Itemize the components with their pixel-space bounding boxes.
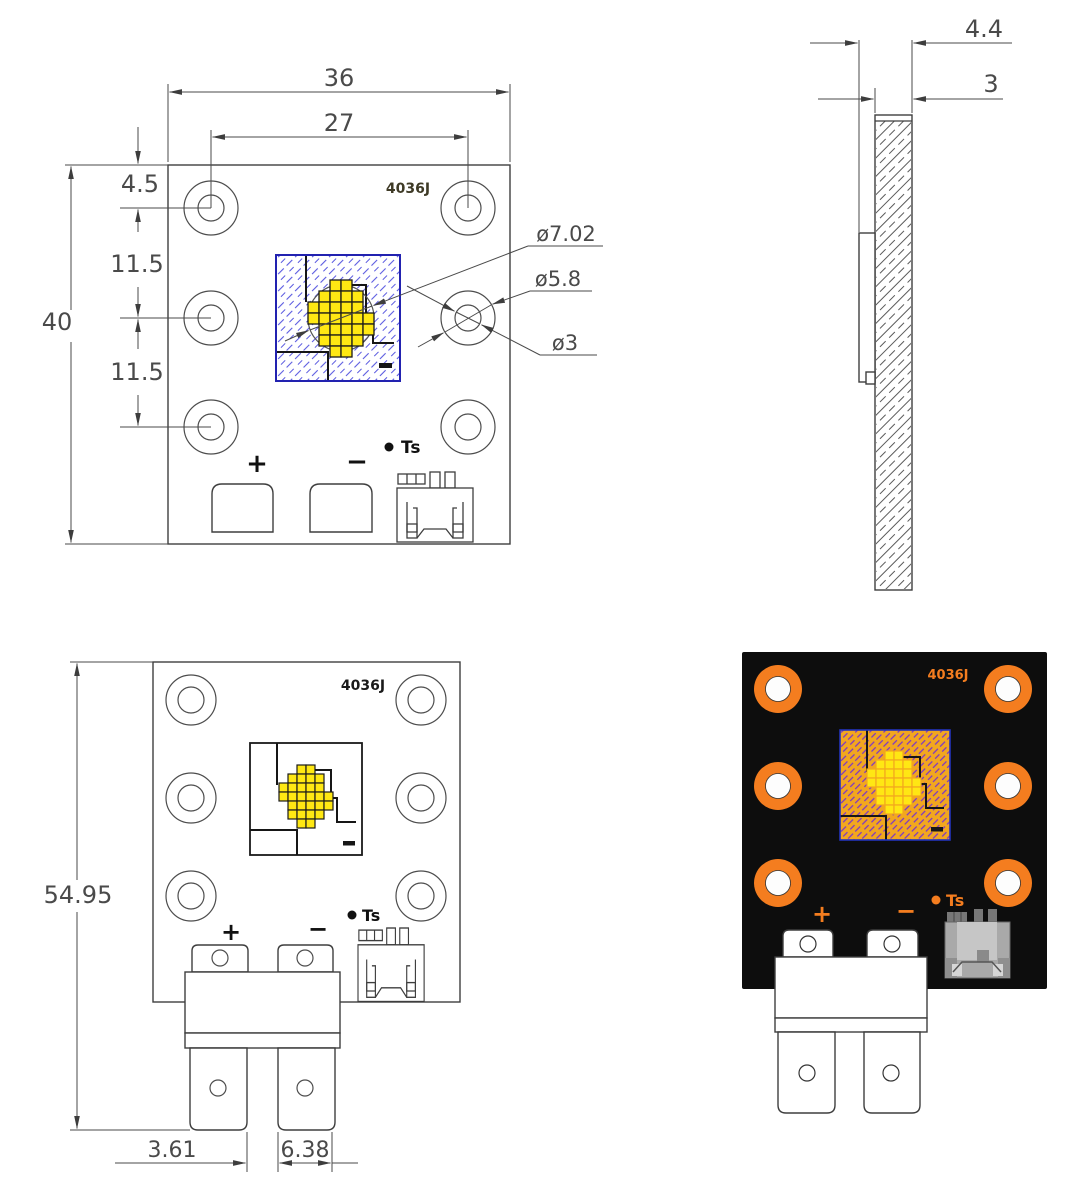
mounting-hole [395,870,447,922]
tab-hole [209,1079,227,1097]
view-front-with-connector: 4036J + − Ts 54.95 [44,661,461,1172]
power-connector [184,944,341,1131]
view-front-dimensioned: 36 27 4.5 11.5 11.5 40 [42,64,603,545]
plus-terminal-label: + [221,918,241,946]
led-chip [275,254,401,382]
connector-body-band [184,1032,341,1049]
minus-terminal-label: − [346,447,368,477]
mounting-holes [165,674,447,922]
led-chip-traces [840,730,944,840]
ntc-connector-rendered [944,909,1011,979]
mounting-hole [754,762,802,810]
power-connector [774,929,928,1114]
plus-solder-pad [211,483,274,533]
dim-36 [167,84,511,162]
board-section-hatch [876,121,911,589]
connector-notch [952,964,962,976]
dim-edge-offset-label: 4.5 [121,170,159,198]
dim-hole-pitch1-label: 11.5 [110,250,163,278]
dim-54-95 [70,661,190,1131]
connector-latch [952,961,1002,973]
dim-led-circle-label: ø7.02 [536,222,596,246]
mounting-hole [984,665,1032,713]
view-rendered: 4036J + − Ts [742,652,1047,1114]
polarity-mark-minus [379,363,392,368]
mounting-hole [754,859,802,907]
connector-body [184,971,341,1034]
minus-solder-pad [309,483,373,533]
mounting-hole [440,399,496,455]
leader-led-circle [284,245,603,342]
led-chip-side-profile [858,232,876,383]
dim-width-label: 36 [324,64,355,92]
dim-total-height-label: 54.95 [44,881,113,909]
polarity-mark-minus [931,827,943,832]
led-die-array [278,764,334,829]
dim-hole-span-label: 27 [324,109,355,137]
dim-3 [818,88,1003,113]
led-chip-border [275,254,401,382]
dim-height-label: 40 [42,308,73,336]
dim-4-4 [810,40,1012,232]
plus-terminal-label: + [812,900,832,928]
mounting-hole [165,674,217,726]
model-number-label: 4036J [386,181,430,197]
dim-board-thickness-label: 3 [983,70,998,98]
tab-hole [798,1064,816,1082]
minus-terminal-label: − [308,915,328,943]
minus-terminal-label: − [896,897,916,925]
mounting-hole [395,772,447,824]
led-chip-traces [250,743,356,855]
led-chip [249,742,363,856]
led-chip-side-step [865,371,876,385]
connector-center-slot [977,950,989,962]
dim-vertical-chain [120,127,211,428]
tab-hole [882,1064,900,1082]
connector-notch [993,964,1003,976]
ts-label: Ts [362,906,380,925]
dim-tab-width-label: 6.38 [281,1138,330,1163]
led-chip [839,729,951,841]
connector-body-band [774,1017,928,1033]
ts-label: Ts [946,891,964,910]
mounting-hole [165,870,217,922]
mounting-hole [984,859,1032,907]
connector-pad [947,912,967,922]
model-number-label: 4036J [927,668,968,683]
solder-pads [211,483,373,533]
led-chip-border [839,729,951,841]
tab-hole [799,935,817,953]
ts-label: Ts [401,438,420,458]
mounting-hole [395,674,447,726]
connector-pad [974,909,983,922]
tab-hole [296,949,314,967]
ts-test-point-dot [384,442,394,452]
tab-hole [883,935,901,953]
mounting-hole [754,665,802,713]
model-number-label: 4036J [341,678,385,694]
dim-total-thickness-label: 4.4 [965,15,1003,43]
view-side: 4.4 3 [810,15,1012,591]
led-die-array [866,750,922,815]
mounting-holes [754,665,1032,907]
polarity-mark-minus [343,841,355,846]
leader-hole-diameter [406,285,597,356]
plus-terminal-label: + [246,449,268,479]
mounting-hole [165,772,217,824]
ts-test-point-dot [347,910,357,920]
dim-27 [210,130,469,208]
dim-hole-diameter-label: ø3 [552,331,578,355]
ts-test-point-dot [931,895,941,905]
mounting-hole [984,762,1032,810]
dim-tab-spacing [115,1132,358,1172]
connector-body [774,956,928,1019]
dim-40 [65,164,168,545]
tab-hole [296,1079,314,1097]
dim-tab-gap-label: 3.61 [148,1138,197,1163]
dim-hole-pitch2-label: 11.5 [110,358,163,386]
connector-pad [988,909,997,922]
tab-hole [211,949,229,967]
dim-pad-diameter-label: ø5.8 [535,267,581,291]
